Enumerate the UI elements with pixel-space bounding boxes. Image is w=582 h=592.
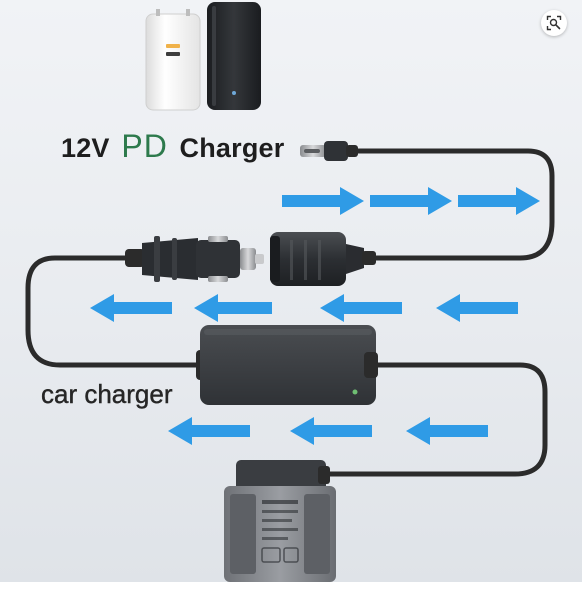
flow-arrows-left-row2 [168, 417, 488, 445]
arrow-right-icon [282, 187, 364, 215]
arrow-right-icon [370, 187, 452, 215]
power-bank-black [207, 2, 261, 110]
pd-charger-label: 12V PD Charger [61, 128, 284, 165]
car-socket [270, 232, 376, 286]
arrow-left-icon [320, 294, 402, 322]
cigarette-plug [125, 236, 264, 282]
lens-search-button[interactable] [541, 10, 567, 36]
arrow-left-icon [168, 417, 250, 445]
arrow-left-icon [90, 294, 172, 322]
drone-battery [224, 460, 336, 582]
arrow-left-icon [194, 294, 272, 322]
lens-search-icon [546, 15, 562, 31]
arrow-left-icon [406, 417, 488, 445]
cables [25, 148, 555, 477]
flow-arrows-left-row1 [90, 294, 518, 322]
flow-arrows-right [282, 187, 540, 215]
usb-c-plug [300, 141, 358, 161]
arrow-left-icon [436, 294, 518, 322]
car-charger-label: car charger [41, 379, 173, 409]
pd-suffix: Charger [179, 133, 285, 163]
car-charger-box [196, 325, 378, 405]
pd-charger-white-block [145, 9, 201, 111]
pd-brand: PD [121, 128, 168, 164]
pd-prefix: 12V [61, 133, 110, 163]
arrow-right-icon [458, 187, 540, 215]
arrow-left-icon [290, 417, 372, 445]
